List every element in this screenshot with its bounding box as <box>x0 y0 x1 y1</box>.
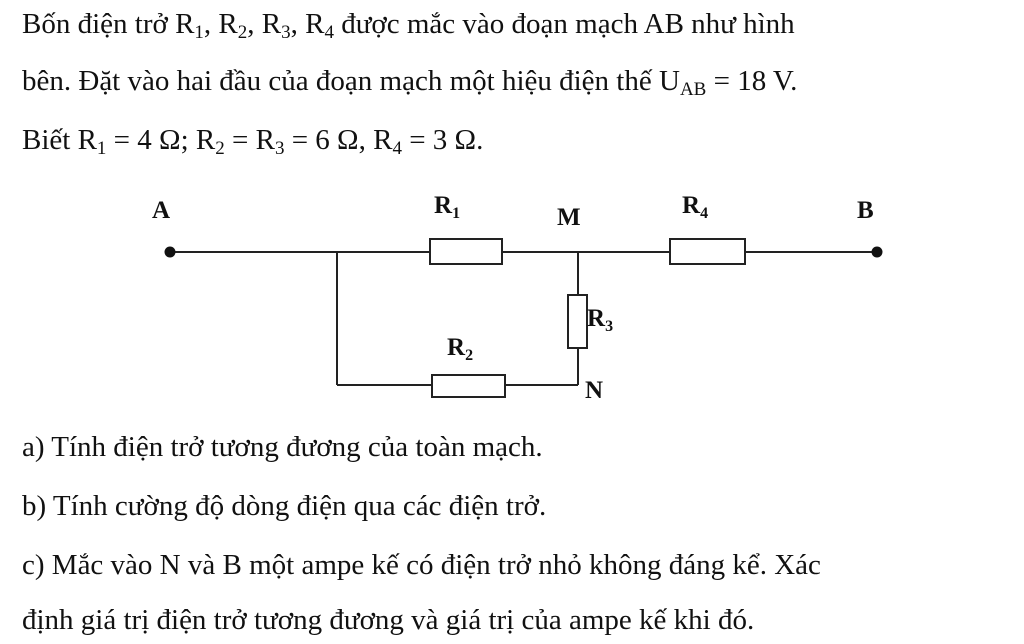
node-label-b: B <box>857 197 874 224</box>
resistor-r2 <box>431 374 506 398</box>
terminal-b-dot <box>871 246 883 258</box>
question-a: a) Tính điện trở tương đương của toàn mạ… <box>22 431 543 463</box>
intro-line-3: Biết R1 = 4 Ω; R2 = R3 = 6 Ω, R4 = 3 Ω. <box>22 124 484 159</box>
question-c-line-2: định giá trị điện trở tương đương và giá… <box>22 604 755 636</box>
question-c-line-1: c) Mắc vào N và B một ampe kế có điện tr… <box>22 549 821 581</box>
circuit-diagram: A B M N R1 R4 R2 R3 <box>152 192 883 404</box>
resistor-r4 <box>669 238 746 265</box>
label-r3: R3 <box>587 305 613 335</box>
label-r1: R1 <box>434 192 460 222</box>
label-r2: R2 <box>447 334 473 364</box>
resistor-r1 <box>429 238 503 265</box>
circuit-wires <box>170 251 877 386</box>
label-r4: R4 <box>682 192 708 222</box>
node-label-m: M <box>557 204 581 231</box>
intro-line-2: bên. Đặt vào hai đầu của đoạn mạch một h… <box>22 65 798 100</box>
node-label-a: A <box>152 197 170 224</box>
question-b: b) Tính cường độ dòng điện qua các điện … <box>22 490 547 522</box>
resistors <box>429 238 746 398</box>
node-label-n: N <box>585 377 603 404</box>
resistor-r3 <box>567 294 588 349</box>
terminal-a-dot <box>164 246 176 258</box>
intro-line-1: Bốn điện trở R1, R2, R3, R4 được mắc vào… <box>22 8 795 43</box>
